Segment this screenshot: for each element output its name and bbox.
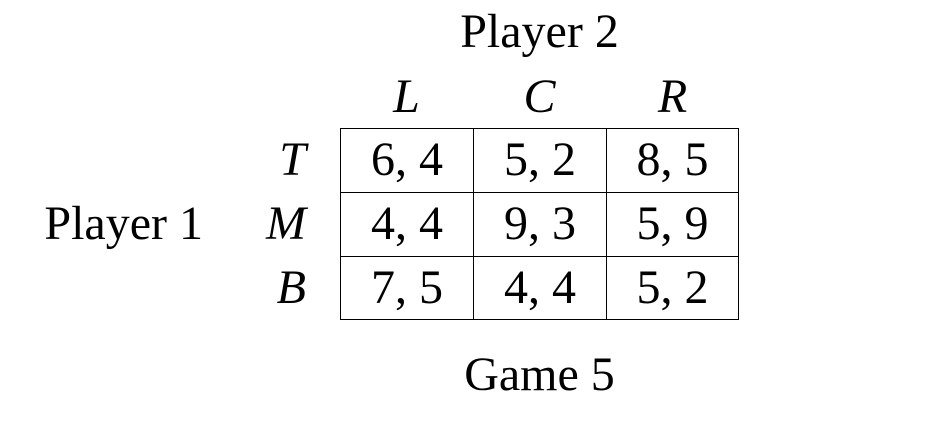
figure-grid: Player 2 L C R Player 1 T M B 6, 4 5, 2 … [30,5,739,404]
row-label-T: T [279,132,306,186]
column-label-L: L [393,70,420,124]
payoff-cell-M-C: 9, 3 [473,192,606,256]
payoff-cell-T-L: 6, 4 [340,128,473,192]
player2-label: Player 2 [460,5,619,58]
game-caption: Game 5 [464,348,615,402]
payoff-cell-B-C: 4, 4 [473,256,606,320]
payoff-cell-T-R: 8, 5 [606,128,739,192]
payoff-cell-T-C: 5, 2 [473,128,606,192]
payoff-cell-M-L: 4, 4 [340,192,473,256]
column-label-C: C [523,70,556,124]
payoff-cell-B-R: 5, 2 [606,256,739,320]
row-label-M: M [266,196,306,250]
row-label-B: B [276,260,306,314]
player1-label: Player 1 [44,196,203,250]
payoff-cell-M-R: 5, 9 [606,192,739,256]
column-label-R: R [657,70,688,124]
payoff-cell-B-L: 7, 5 [340,256,473,320]
